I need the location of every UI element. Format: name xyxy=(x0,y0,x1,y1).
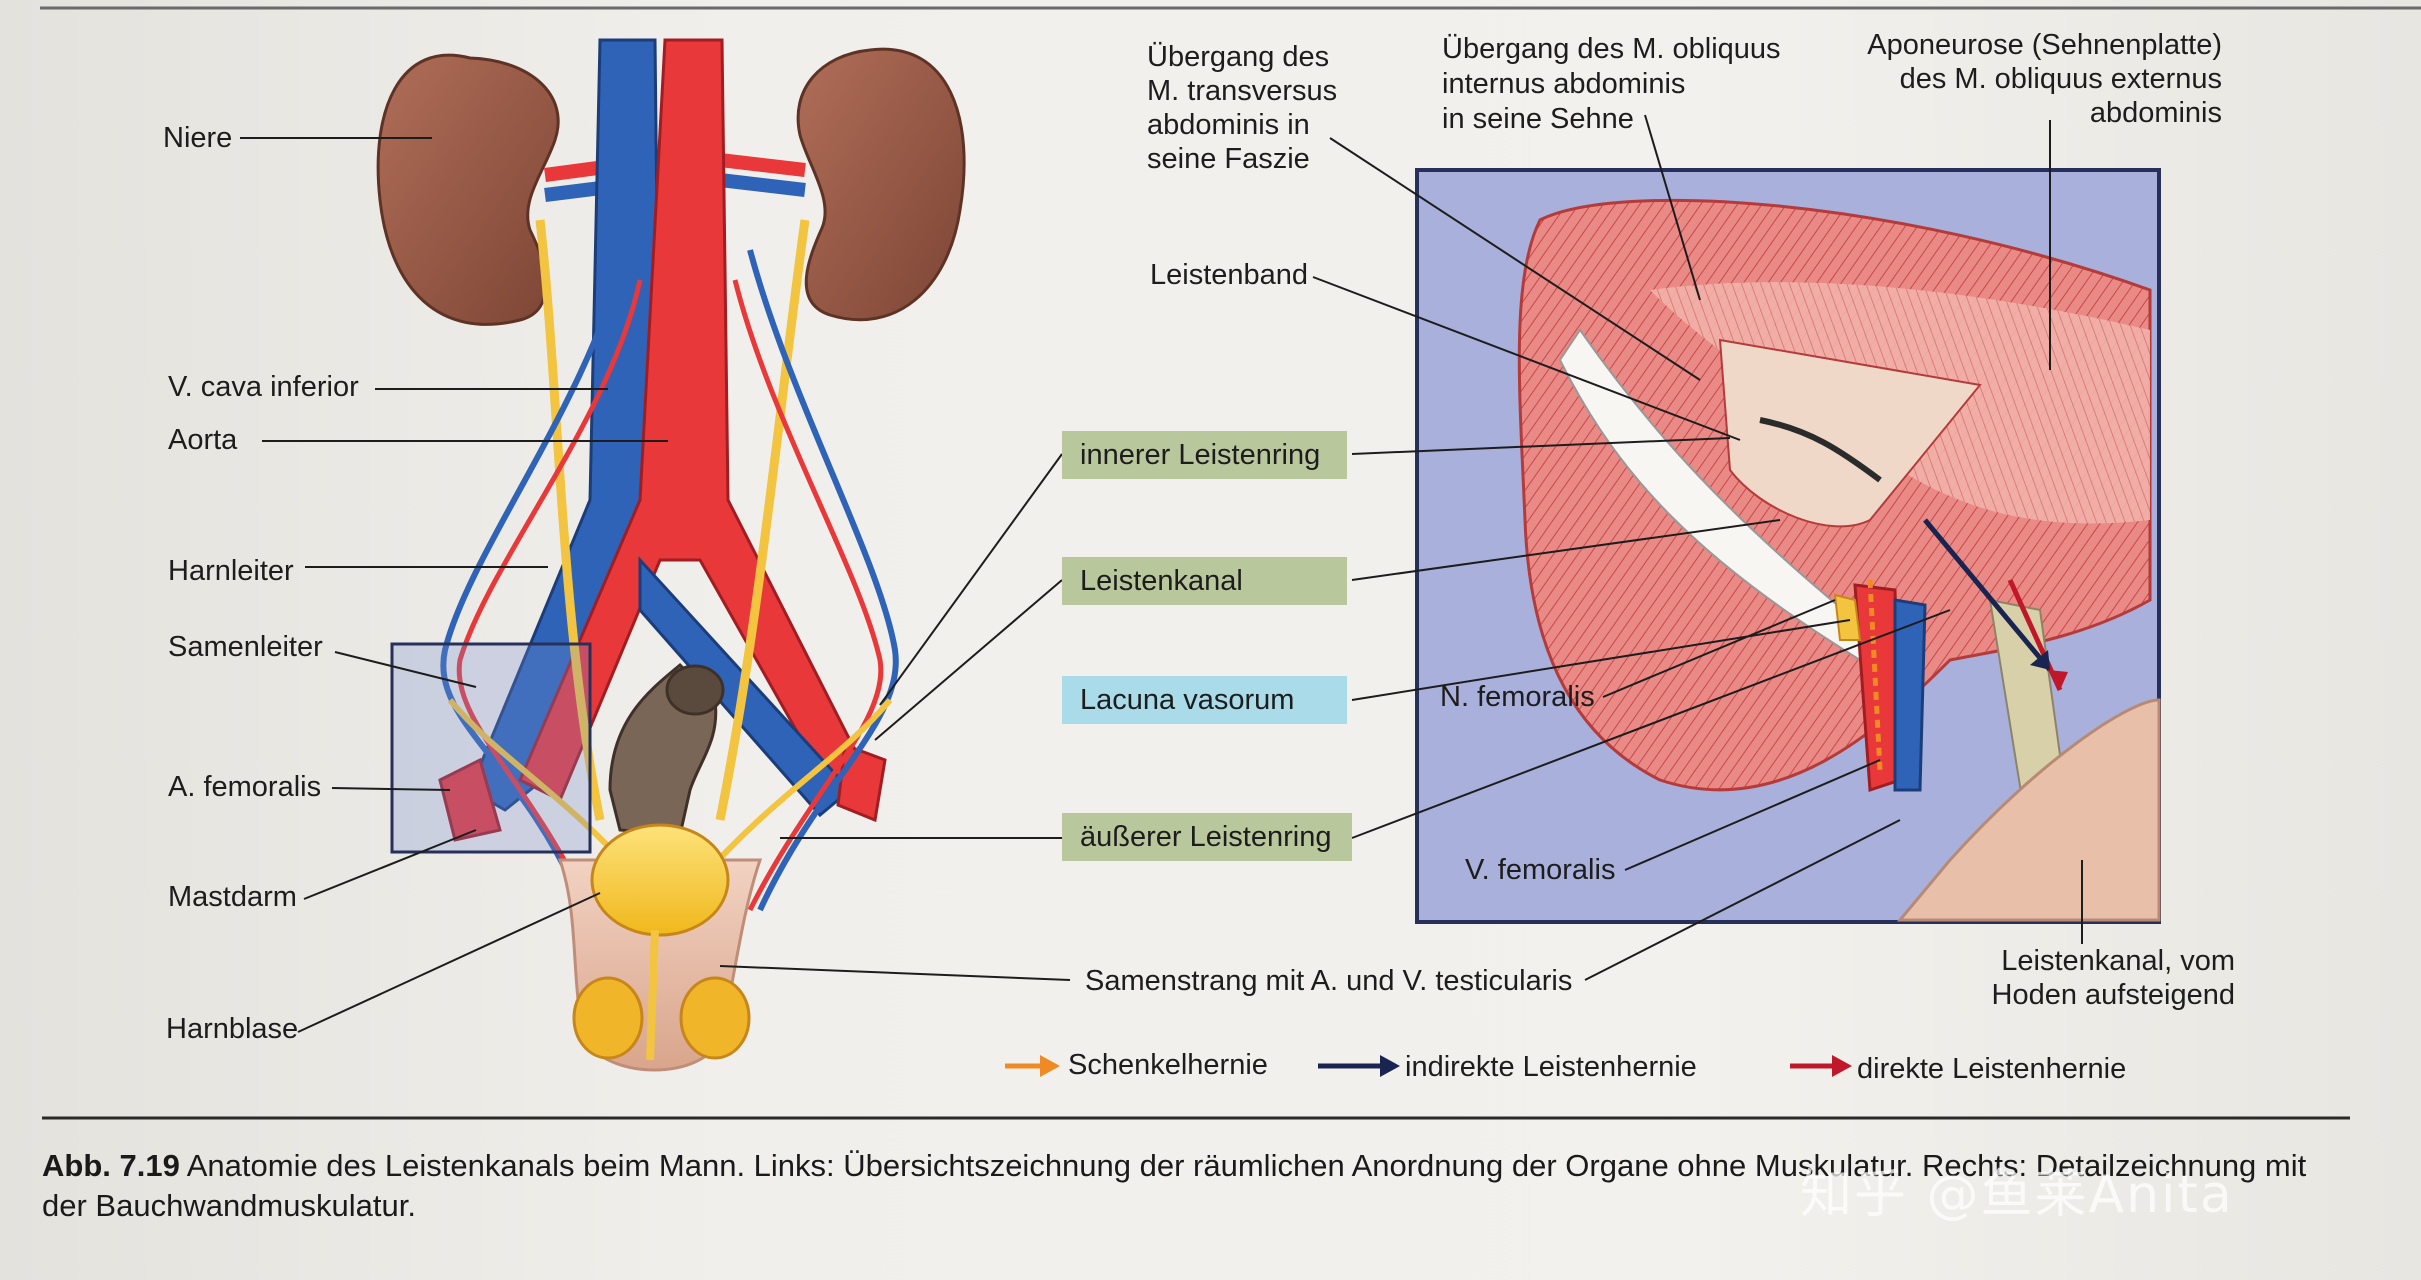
testis-right xyxy=(679,976,751,1060)
left-overview-drawing xyxy=(240,38,1071,1072)
ureter-left xyxy=(535,219,605,821)
legend-direkte: direkte Leistenhernie xyxy=(1857,1053,2127,1085)
label-transversus-3: abdominis in xyxy=(1147,109,1310,141)
label-aponeurose-3: abdominis xyxy=(2089,97,2222,129)
aorta xyxy=(518,38,862,803)
bladder xyxy=(590,823,730,937)
watermark: 知乎 @鱼莱Anita xyxy=(1800,1165,2234,1225)
label-leistenkanal-hoden-1: Leistenkanal, vom xyxy=(2001,945,2235,977)
label-aponeurose-2: des M. obliquus externus xyxy=(1899,63,2222,95)
caption-number: Abb. 7.19 xyxy=(42,1148,180,1183)
label-transversus-4: seine Faszie xyxy=(1147,143,1310,175)
legend-indirekte: indirekte Leistenhernie xyxy=(1405,1051,1697,1083)
ureter-right xyxy=(715,219,810,821)
label-obliquus-1: Übergang des M. obliquus xyxy=(1442,33,1781,65)
label-samenstrang: Samenstrang mit A. und V. testicularis xyxy=(1085,965,1573,997)
label-aponeurose-1: Aponeurose (Sehnenplatte) xyxy=(1867,29,2222,61)
label-obliquus-3: in seine Sehne xyxy=(1442,103,1634,135)
label-leistenkanal-hoden-2: Hoden aufsteigend xyxy=(1991,979,2235,1011)
label-harnblase: Harnblase xyxy=(166,1013,299,1045)
kidney-right xyxy=(796,47,966,322)
kidney-left xyxy=(376,53,560,326)
figure-caption: Abb. 7.19 Anatomie des Leistenkanals bei… xyxy=(42,1146,2342,1226)
box-leistenkanal: Leistenkanal xyxy=(1062,557,1347,605)
label-harnleiter: Harnleiter xyxy=(168,555,294,587)
caption-text: Anatomie des Leistenkanals beim Mann. Li… xyxy=(42,1148,2307,1223)
label-vcava: V. cava inferior xyxy=(168,371,359,403)
label-leistenband: Leistenband xyxy=(1150,259,1309,291)
testis-left xyxy=(572,976,644,1060)
label-afemoralis: A. femoralis xyxy=(168,771,322,803)
right-detail-drawing xyxy=(780,114,2161,981)
label-samenleiter: Samenleiter xyxy=(168,631,323,663)
legend-schenkelhernie: Schenkelhernie xyxy=(1068,1049,1268,1081)
inset-frame xyxy=(390,642,592,854)
label-nfemoralis: N. femoralis xyxy=(1440,681,1595,713)
label-vfemoralis: V. femoralis xyxy=(1465,854,1616,886)
box-lacuna-vasorum: Lacuna vasorum xyxy=(1062,676,1347,724)
label-transversus-2: M. transversus xyxy=(1147,75,1338,107)
label-transversus-1: Übergang des xyxy=(1147,41,1330,73)
label-aorta: Aorta xyxy=(168,424,238,456)
legend-arrows xyxy=(1005,1055,1852,1077)
label-mastdarm: Mastdarm xyxy=(168,881,297,913)
box-innerer-leistenring: innerer Leistenring xyxy=(1062,431,1347,479)
box-aeusserer-leistenring: äußerer Leistenring xyxy=(1062,813,1352,861)
label-niere: Niere xyxy=(163,122,233,154)
label-obliquus-2: internus abdominis xyxy=(1442,68,1686,100)
